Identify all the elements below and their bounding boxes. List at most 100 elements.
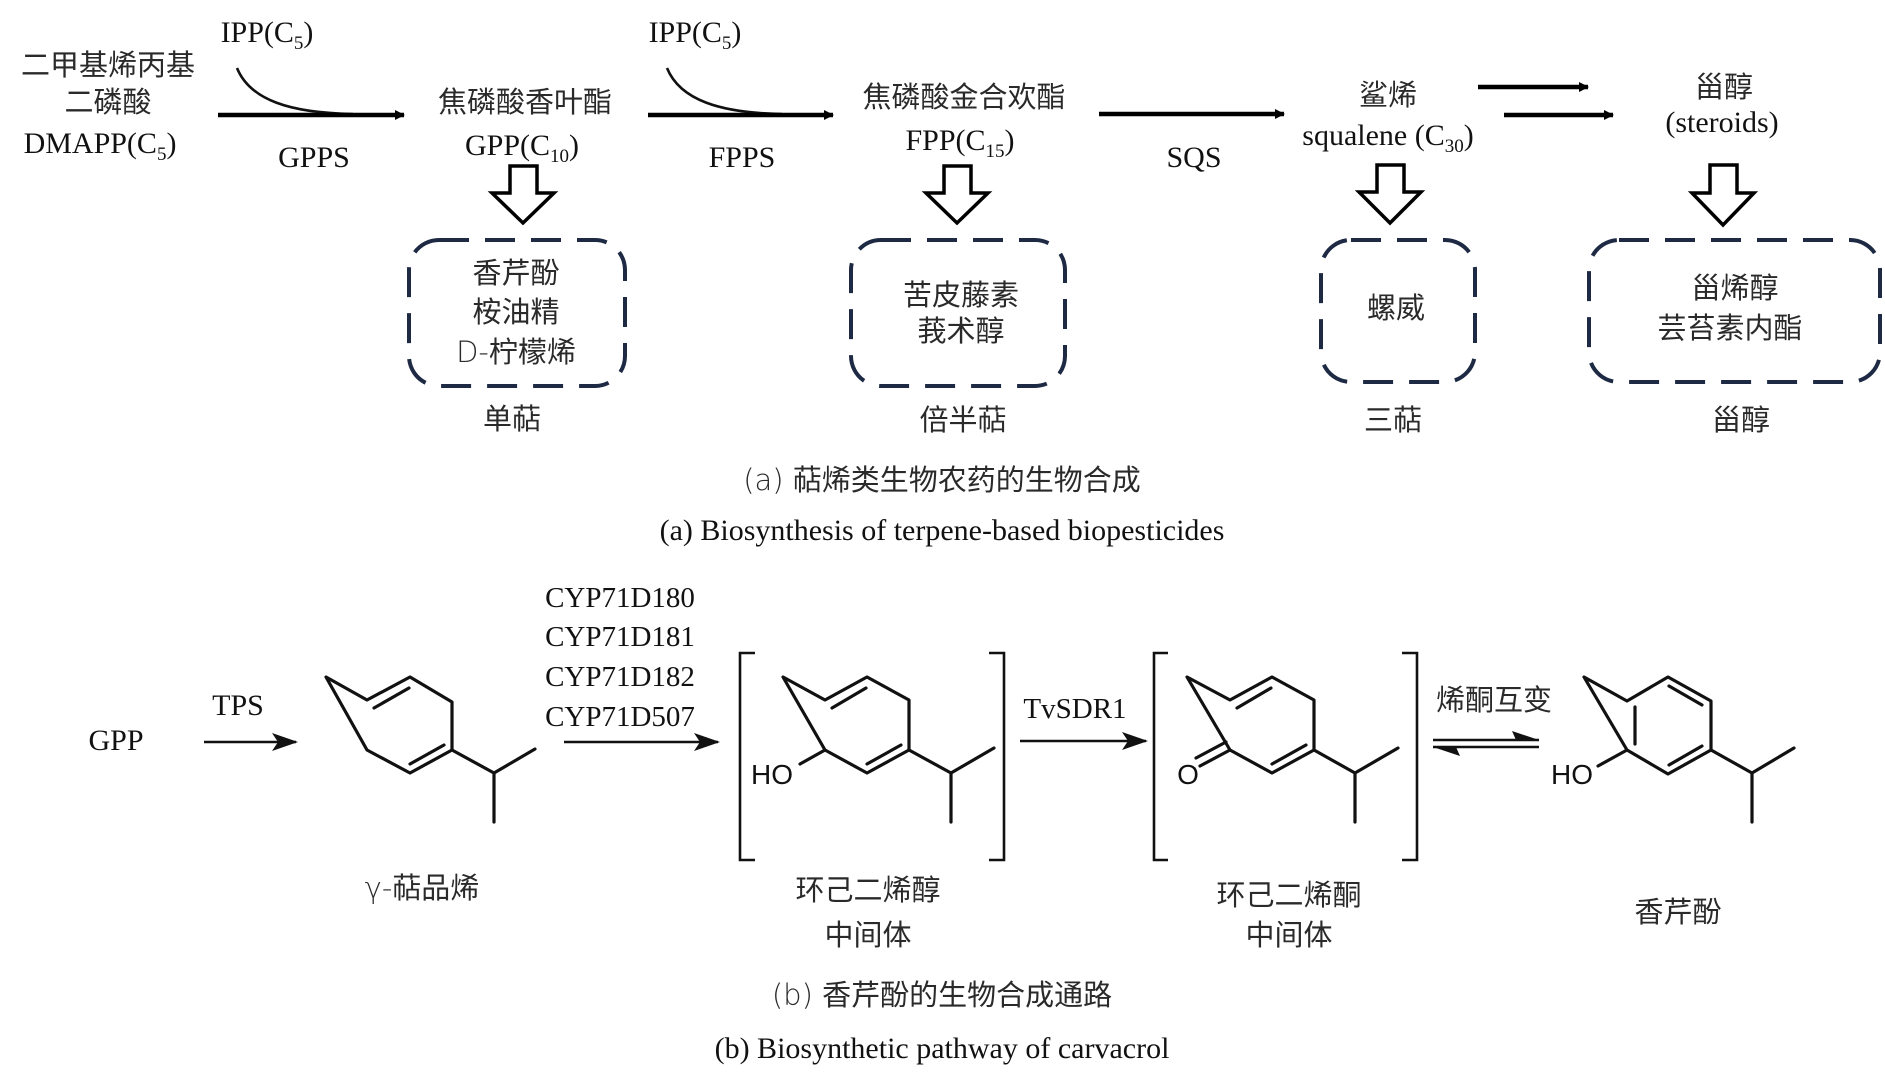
equilibrium-arrows — [1433, 731, 1539, 756]
double-bond-inner — [830, 686, 868, 710]
tvsdr1-label: TvSDR1 — [1023, 693, 1126, 725]
gpp-zh: 焦磷酸香叶酯 — [438, 85, 612, 119]
caption-b-en: (b) Biosynthetic pathway of carvacrol — [715, 1032, 1170, 1065]
carbonyl-bond — [1198, 748, 1232, 768]
isopropyl-bonds — [450, 747, 537, 824]
gpp-en-text: GPP(C — [465, 129, 550, 162]
fpps-label: FPPS — [709, 141, 776, 174]
product-item: D-柠檬烯 — [456, 335, 576, 369]
cyclohexadienol-label-2: 中间体 — [824, 918, 911, 952]
dmapp-node: 二甲基烯丙基 二磷酸 DMAPP(C5) — [21, 48, 195, 165]
ipp-label-2: IPP(C5) — [649, 16, 742, 54]
fpp-en-close: ) — [1005, 124, 1015, 157]
ipp-label-1-sub: 5 — [294, 33, 304, 54]
product-item: 螺威 — [1367, 291, 1425, 325]
ipp-label-1-text: IPP(C — [221, 16, 294, 49]
dmapp-en: DMAPP(C5) — [24, 127, 177, 165]
caption-b-zh: (b) 香芹酚的生物合成通路 — [772, 978, 1112, 1012]
hollow-down-arrow-sesquiterpene — [921, 164, 993, 226]
hollow-down-arrow-triterpene — [1354, 163, 1426, 226]
class-label-triterpene: 三萜 — [1364, 403, 1422, 437]
isopropyl-bonds — [1709, 746, 1796, 824]
left-bracket — [738, 651, 755, 862]
product-box-triterpene: 螺威 三萜 — [1319, 238, 1477, 437]
cyclohexadienol-structure: HO — [751, 675, 996, 824]
ring-bonds — [781, 675, 911, 775]
fpp-en-sub: 15 — [986, 141, 1005, 162]
dashed-box — [1319, 238, 1477, 384]
fpp-zh: 焦磷酸金合欢酯 — [862, 80, 1065, 114]
part-a-pathway: 二甲基烯丙基 二磷酸 DMAPP(C5) IPP(C5) GPPS 焦磷酸香叶酯… — [21, 16, 1882, 547]
squalene-en: squalene (C30) — [1302, 119, 1473, 157]
dashed-box — [849, 238, 1067, 388]
squalene-en-text: squalene (C — [1302, 119, 1444, 152]
dmapp-en-sub: 5 — [157, 144, 167, 165]
cyp-label-4: CYP71D507 — [545, 701, 695, 733]
reverse-harpoon — [1433, 747, 1460, 756]
gamma-terpinene-label: γ-萜品烯 — [365, 871, 480, 905]
fpp-en-text: FPP(C — [905, 124, 985, 157]
gpp-en-close: ) — [569, 129, 579, 162]
tautomerization-label: 烯酮互变 — [1436, 683, 1552, 717]
ipp-label-2-close: ) — [731, 16, 741, 49]
part-b-pathway: GPP TPS γ-萜品烯 CYP71D180 CYP71D181 CYP71D… — [88, 582, 1796, 1065]
hollow-down-arrow-steroid — [1687, 163, 1759, 228]
product-box-monoterpene: 香芹酚 桉油精 D-柠檬烯 单萜 — [407, 238, 627, 436]
product-item: 苦皮藤素 — [903, 278, 1019, 312]
double-bond-inner — [1235, 686, 1273, 710]
caption-a-zh: (a) 萜烯类生物农药的生物合成 — [743, 463, 1141, 497]
ipp-curve-1 — [235, 67, 354, 116]
gpp-en-sub: 10 — [550, 146, 569, 167]
sqs-label: SQS — [1166, 141, 1221, 174]
isopropyl-bonds — [907, 746, 996, 824]
squalene-zh: 鲨烯 — [1359, 78, 1417, 112]
squalene-en-close: ) — [1464, 119, 1474, 152]
product-item: 莪术醇 — [917, 314, 1004, 348]
cyp-label-2: CYP71D181 — [545, 621, 695, 653]
hydroxyl-label: HO — [751, 759, 793, 790]
product-box-sesquiterpene: 苦皮藤素 莪术醇 倍半萜 — [849, 238, 1067, 437]
cyclohexadienone-label-2: 中间体 — [1245, 918, 1332, 952]
oh-bond — [1596, 748, 1629, 768]
ring-bonds — [324, 675, 454, 775]
gamma-terpinene-structure — [324, 675, 537, 824]
ring-bonds — [1185, 675, 1316, 775]
aromatic-inner — [1667, 684, 1704, 707]
tvsdr1-arrowhead — [1122, 732, 1148, 750]
right-bracket — [1402, 651, 1419, 862]
squalene-en-sub: 30 — [1445, 136, 1464, 157]
carvacrol-structure: HO — [1551, 675, 1796, 824]
ring-bonds — [1582, 675, 1713, 776]
left-bracket — [1152, 651, 1168, 862]
steroids-en: (steroids) — [1665, 106, 1778, 139]
ipp-label-1-close: ) — [303, 16, 313, 49]
ipp-curve-2 — [665, 67, 783, 116]
cyclohexadienone-label-1: 环己二烯酮 — [1216, 878, 1361, 912]
product-item: 桉油精 — [472, 295, 559, 329]
cyclohexadienone-structure: O — [1177, 675, 1400, 824]
double-bond-inner — [865, 743, 903, 766]
dmapp-zh-line2: 二磷酸 — [64, 85, 151, 119]
class-label-steroid: 甾醇 — [1712, 403, 1770, 437]
gpps-label: GPPS — [278, 141, 350, 174]
fpp-en: FPP(C15) — [905, 124, 1014, 162]
dmapp-en-close: ) — [166, 127, 176, 160]
tps-arrowhead — [272, 733, 298, 751]
ipp-label-2-text: IPP(C — [649, 16, 722, 49]
dmapp-zh-line1: 二甲基烯丙基 — [21, 48, 195, 82]
product-item: 香芹酚 — [472, 256, 559, 290]
steroids-zh: 甾醇 — [1695, 70, 1753, 104]
double-bond-inner — [372, 686, 411, 710]
class-label-monoterpene: 单萜 — [483, 402, 541, 436]
cyclohexadienol-label-1: 环己二烯醇 — [795, 873, 940, 907]
double-bond-inner — [408, 743, 446, 766]
forward-harpoon — [1512, 731, 1539, 740]
hydroxyl-label: HO — [1551, 759, 1593, 790]
isopropyl-bonds — [1312, 746, 1400, 824]
right-bracket — [989, 651, 1006, 862]
cyp-arrowhead — [694, 733, 720, 751]
ipp-label-2-sub: 5 — [722, 33, 732, 54]
cyp-label-3: CYP71D182 — [545, 661, 695, 693]
carbonyl-bond-second — [1194, 740, 1228, 760]
